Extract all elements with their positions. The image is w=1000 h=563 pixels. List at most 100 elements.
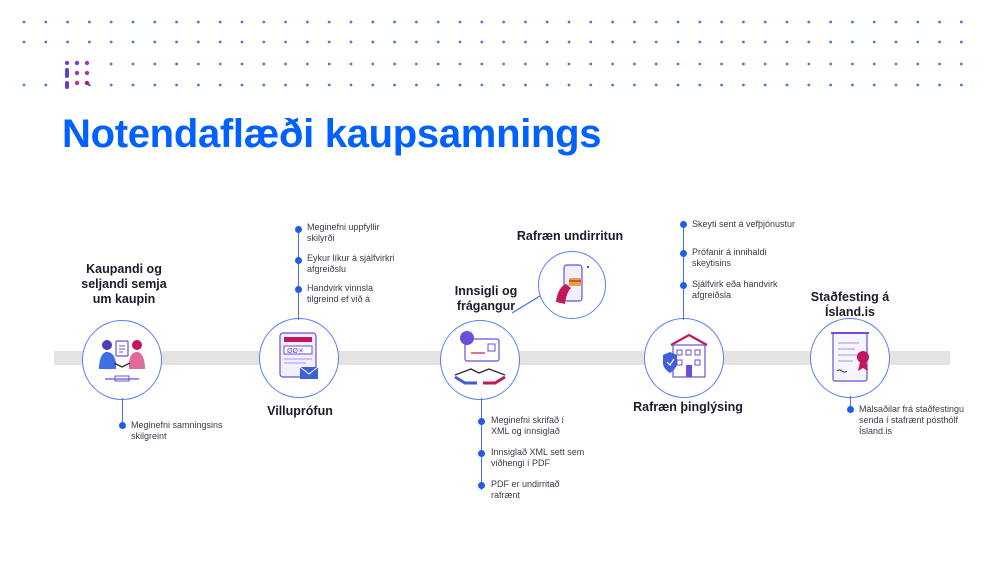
pattern-dot <box>262 62 266 66</box>
pattern-dot <box>153 20 157 24</box>
pattern-dot <box>960 20 963 24</box>
pattern-dot <box>480 40 484 44</box>
pattern-dot <box>524 62 527 66</box>
pattern-dot <box>22 40 26 44</box>
step-node-registration <box>644 318 724 398</box>
pattern-dot <box>44 83 48 87</box>
pattern-dot <box>611 83 614 87</box>
pattern-dot <box>131 62 135 66</box>
pattern-dot <box>480 62 484 66</box>
pattern-dot <box>327 83 331 87</box>
pattern-dot <box>436 83 440 87</box>
note-bullet <box>295 257 302 264</box>
pattern-dot <box>349 83 353 87</box>
note-line <box>683 224 685 320</box>
pattern-dot <box>916 20 920 24</box>
pattern-dot <box>720 83 723 87</box>
handshake-document-icon <box>454 331 506 385</box>
pattern-dot <box>66 20 69 24</box>
pattern-dot <box>153 83 157 87</box>
pattern-dot <box>327 20 331 24</box>
note-bullet <box>478 418 485 425</box>
pattern-dot <box>458 40 462 44</box>
pattern-dot <box>611 20 614 24</box>
pattern-dot <box>894 83 898 87</box>
note-registration-2: Prófanir á innihaldi skeytisins <box>692 247 767 268</box>
pattern-dot <box>175 62 179 66</box>
pattern-dot <box>44 20 48 24</box>
pattern-dot <box>654 62 658 66</box>
phone-signature-icon <box>556 264 590 304</box>
pattern-dot <box>393 83 396 87</box>
step-label-confirmation: Staðfesting á Ísland.is <box>810 290 890 319</box>
pattern-dot <box>654 40 658 44</box>
pattern-dot <box>916 62 920 66</box>
note-seal-1: Meginefni skrifað í XML og innsiglað <box>491 415 565 436</box>
pattern-dot <box>589 62 593 66</box>
pattern-dot <box>502 62 505 66</box>
pattern-dot <box>851 62 854 66</box>
pattern-dot <box>415 40 418 44</box>
pattern-dot <box>851 40 854 44</box>
pattern-dot <box>502 40 505 44</box>
pattern-dot <box>524 40 527 44</box>
pattern-dot <box>851 20 854 24</box>
pattern-dot <box>872 83 876 87</box>
pattern-dot <box>611 62 614 66</box>
note-agreement-1: Meginefni samningsins skilgreint <box>131 420 223 441</box>
pattern-dot <box>676 62 680 66</box>
step-node-signature <box>538 251 606 319</box>
pattern-dot <box>218 83 222 87</box>
pattern-dot <box>567 83 571 87</box>
pattern-dot <box>197 83 200 87</box>
pattern-dot <box>698 40 702 44</box>
pattern-dot <box>545 20 549 24</box>
pattern-dot <box>175 20 179 24</box>
pattern-dot <box>545 62 549 66</box>
pattern-dot <box>829 40 832 44</box>
pattern-dot <box>458 62 462 66</box>
pattern-dot <box>763 40 767 44</box>
pattern-dot <box>807 20 811 24</box>
pattern-dot <box>676 83 680 87</box>
pattern-dot <box>785 83 789 87</box>
pattern-dot <box>960 83 963 87</box>
pattern-dot <box>197 40 200 44</box>
pattern-dot <box>218 20 222 24</box>
pattern-dot <box>567 40 571 44</box>
pattern-dot <box>785 40 789 44</box>
pattern-dot <box>22 83 26 87</box>
pattern-dot <box>109 62 113 66</box>
pattern-dot <box>131 40 135 44</box>
pattern-dot <box>611 40 614 44</box>
pattern-dot <box>763 20 767 24</box>
pattern-dot <box>676 40 680 44</box>
note-validation-3: Handvirk vinnsla tilgreind ef við á <box>307 283 374 304</box>
pattern-dot <box>698 83 702 87</box>
pattern-dot <box>633 40 636 44</box>
pattern-dot <box>502 83 505 87</box>
pattern-dot <box>306 62 309 66</box>
pattern-dot <box>633 83 636 87</box>
pattern-dot <box>436 40 440 44</box>
pattern-dot <box>131 20 135 24</box>
pattern-dot <box>371 40 375 44</box>
pattern-dot <box>371 20 375 24</box>
pattern-dot <box>458 83 462 87</box>
pattern-dot <box>393 40 396 44</box>
note-line <box>850 396 852 410</box>
note-bullet <box>680 250 687 257</box>
pattern-dot <box>458 20 462 24</box>
pattern-dot <box>306 40 309 44</box>
pattern-dot <box>916 83 920 87</box>
pattern-dot <box>720 40 723 44</box>
note-bullet <box>680 221 687 228</box>
pattern-dot <box>284 62 287 66</box>
pattern-dot <box>567 62 571 66</box>
pattern-dot <box>218 62 222 66</box>
pattern-dot <box>306 20 309 24</box>
step-label-validation: Villuprófun <box>267 404 333 418</box>
pattern-dot <box>938 83 941 87</box>
pattern-dot <box>436 20 440 24</box>
pattern-dot <box>676 20 680 24</box>
